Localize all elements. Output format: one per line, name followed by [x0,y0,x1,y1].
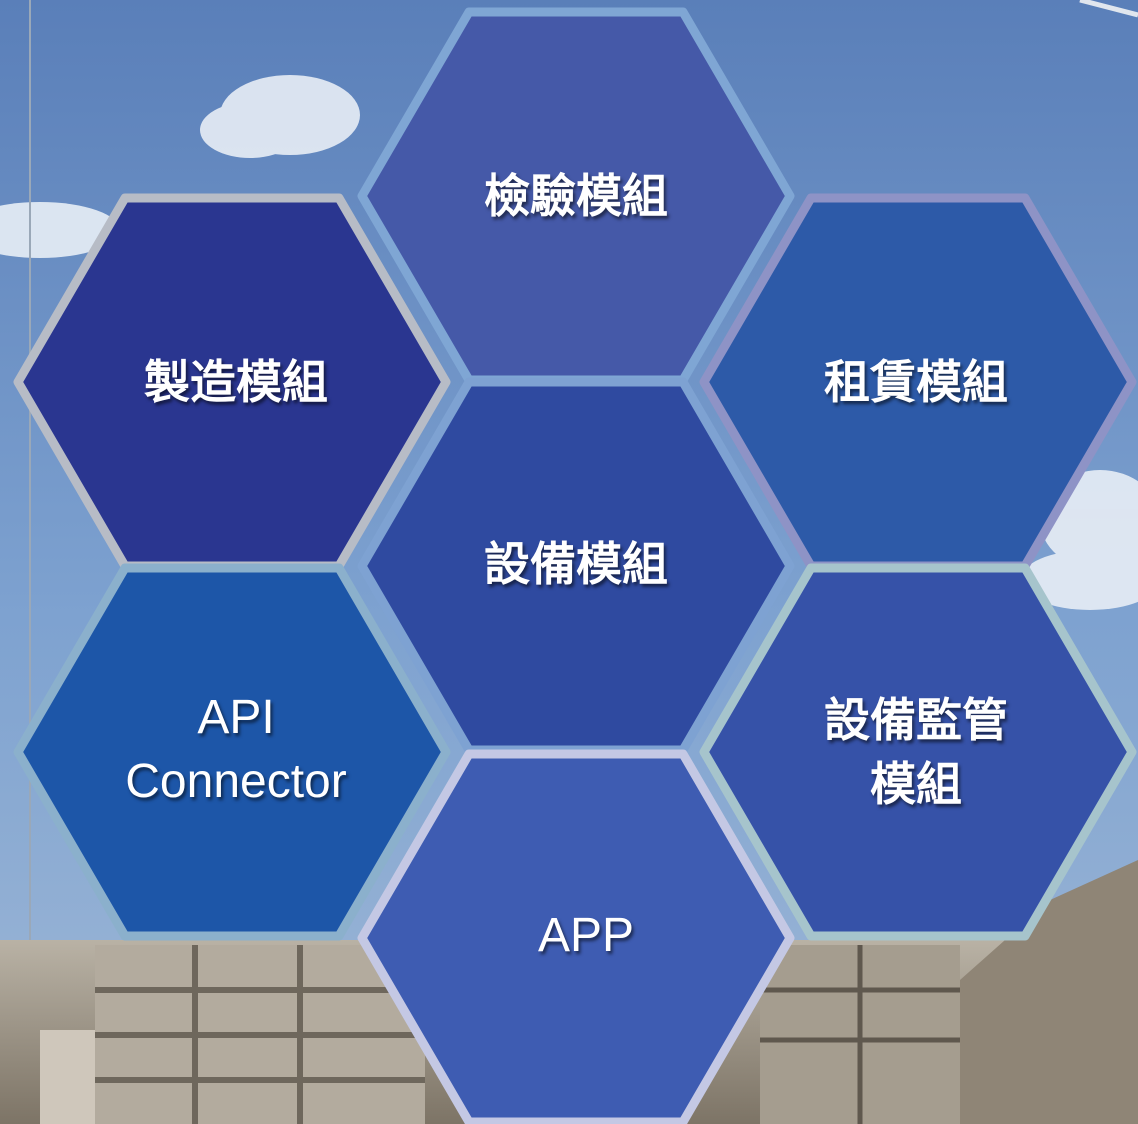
monitoring-hexagon[interactable] [699,563,1137,941]
api-connector-hexagon[interactable] [13,563,451,941]
app-hexagon[interactable] [357,749,795,1124]
app-module-label[interactable]: APP [537,909,635,962]
api-connector-line2: Connector [125,755,347,808]
api-connector-label[interactable]: API Connector [125,686,346,814]
inspection-module-label[interactable]: 檢驗模組 [484,169,668,223]
monitoring-line2: 模組 [870,757,962,811]
monitoring-line1: 設備監管 [824,693,1008,747]
leasing-module-label[interactable]: 租賃模組 [824,355,1008,409]
monitoring-module-label[interactable]: 設備監管 模組 [824,688,1008,816]
api-connector-line1: API [197,691,275,744]
equipment-module-label[interactable]: 設備模組 [484,537,668,591]
manufacturing-module-label[interactable]: 製造模組 [144,355,328,409]
